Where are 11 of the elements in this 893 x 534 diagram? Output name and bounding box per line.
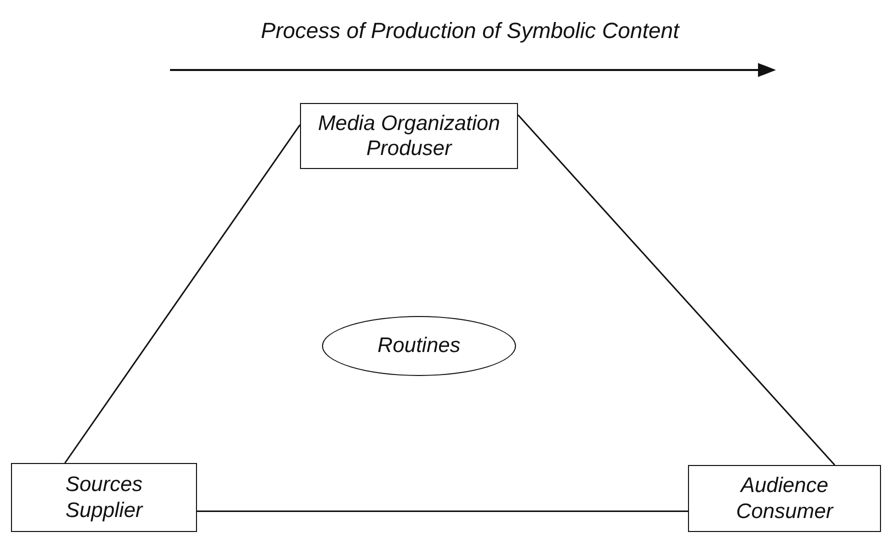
connector-line [64,124,301,464]
node-label: Routines [378,333,460,359]
node-label: Audience Consumer [735,473,835,524]
process-box [688,465,881,532]
connector-line [197,510,688,512]
connector-line [517,114,836,466]
node-label: Media Organization Produser [316,110,502,162]
process-box [300,103,518,169]
node-label: Sources Supplier [64,472,144,523]
process-box [11,463,197,532]
diagram-title: Process of Production of Symbolic Content [260,18,681,44]
